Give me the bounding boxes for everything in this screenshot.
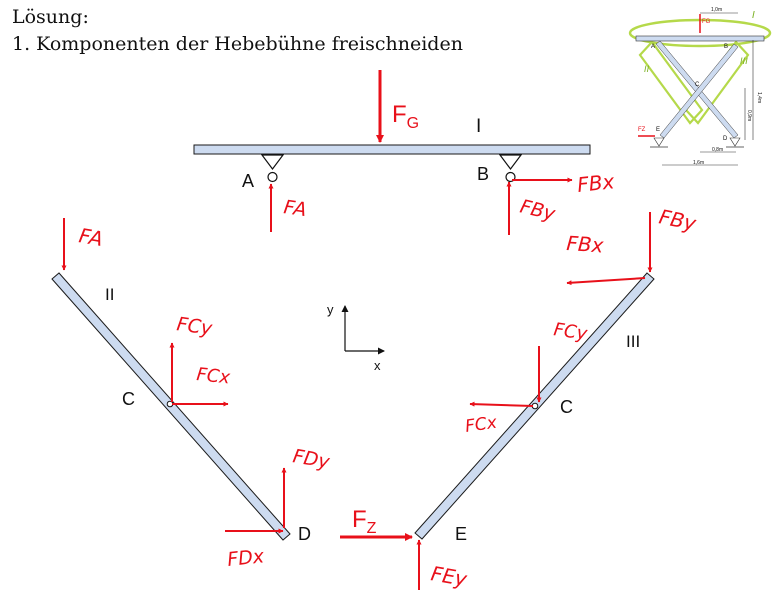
step-heading: 1. Komponenten der Hebebühne freischneid…	[12, 33, 463, 55]
thumb-dim-mid: 0,8m	[712, 147, 723, 153]
force-fbx-bar-arrow	[566, 277, 646, 286]
component-iii-label: III	[626, 332, 640, 351]
axis-y-label: y	[327, 302, 334, 317]
axis-x-label: x	[374, 358, 381, 373]
point-a-label: A	[242, 171, 254, 191]
force-fcx-right-arrow	[469, 401, 534, 407]
force-fbx-platform-label: FBx	[576, 169, 616, 197]
support-b	[498, 154, 523, 183]
force-fcx-right-label: FCx	[464, 413, 499, 437]
joint-c-right	[531, 402, 539, 410]
thumb-dim-bottom: 1,6m	[693, 160, 704, 166]
thumb-label-i: I	[752, 10, 755, 21]
thumb-label-fz: FZ	[638, 127, 646, 133]
force-fa-bar-label: FA	[77, 223, 105, 251]
force-fa-platform-label: FA	[282, 196, 308, 221]
joint-c-left	[166, 400, 174, 408]
thumb-label-ii: II	[644, 65, 650, 75]
point-d-label: D	[298, 524, 311, 544]
force-fby-bar-label: FBy	[657, 204, 699, 235]
force-fey-label: FEy	[429, 561, 470, 591]
thumb-dim-right-inner: 0,9m	[746, 110, 752, 121]
thumb-dim-right-outer: 1,4m	[756, 92, 762, 103]
thumb-pt-a: A	[651, 44, 655, 50]
coordinate-axes	[341, 305, 385, 355]
point-c-left-label: C	[122, 389, 135, 409]
support-a	[260, 154, 285, 183]
platform-beam	[193, 144, 591, 155]
thumb-pt-b: B	[724, 44, 728, 50]
force-fbx-bar-label: FBx	[566, 231, 605, 258]
force-fcx-left-label: FCx	[195, 364, 231, 388]
thumb-pt-d: D	[723, 136, 728, 142]
point-c-right-label: C	[560, 397, 573, 417]
point-b-label: B	[477, 164, 489, 184]
thumb-pt-c: C	[695, 82, 700, 88]
point-e-label: E	[455, 524, 467, 544]
component-ii-label: II	[105, 285, 114, 304]
thumb-pt-e: E	[656, 127, 660, 133]
force-fcy-left-label: FCy	[175, 313, 214, 340]
page-title: Lösung:	[12, 6, 89, 28]
thumb-label-iii: III	[740, 57, 748, 67]
force-fby-platform-label: FBy	[518, 196, 558, 226]
force-fcy-right-label: FCy	[552, 319, 589, 345]
component-i-label: I	[476, 116, 481, 137]
thumbnail-overview	[628, 6, 772, 174]
force-fdy-label: FDy	[291, 445, 332, 473]
force-fg-label: FG	[392, 101, 419, 132]
force-fz-label: FZ	[352, 506, 377, 537]
thumb-label-fg: FG	[702, 19, 711, 25]
force-fdx-label: FDx	[226, 545, 266, 571]
thumb-dim-top: 1,0m	[711, 7, 722, 13]
